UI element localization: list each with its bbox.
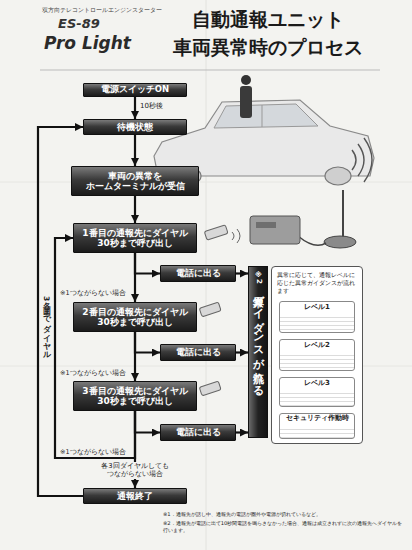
- process-box: 2番目の通報先にダイヤル 30秒まで呼び出し: [73, 302, 197, 332]
- node-text: 電話に出る: [176, 269, 221, 279]
- end-box: 通報終了: [83, 488, 187, 504]
- guidance-band: ※2 異常ガイダンスが流れる: [248, 266, 268, 438]
- node-text: ※2: [255, 271, 262, 284]
- node-text: 電源スイッチON: [101, 85, 169, 95]
- terminal-panel: [256, 222, 276, 228]
- node-text: 車両の異常を ホームターミナルが受信: [72, 171, 198, 192]
- state-box: 待機状態: [83, 119, 187, 135]
- flow-arrow: [134, 97, 136, 119]
- car-window: [214, 104, 318, 128]
- process-box: 1番目の通報先にダイヤル 30秒まで呼び出し: [73, 223, 197, 253]
- flow-arrow: [135, 411, 160, 433]
- note-label: ES-89: [58, 16, 138, 32]
- note-label: ※1つながらない場合: [60, 448, 132, 456]
- node-text: 電話に出る: [176, 428, 221, 438]
- paper-fold: [0, 182, 412, 183]
- edge-label: ※1つながらない場合: [60, 369, 132, 377]
- answer-box: 電話に出る: [160, 265, 236, 282]
- level-box: レベル1: [279, 301, 355, 333]
- level-box: レベル3: [279, 377, 355, 407]
- node-text: セキュリティ作動時: [280, 415, 354, 423]
- edge-label: 各3回までダイヤル: [42, 296, 51, 355]
- flow-arrow: [55, 238, 135, 458]
- note-label: ※2．通報先が電話に出て10秒間電話を鳴らさなかった場合、通報は成立されずに次の…: [163, 520, 405, 533]
- antenna-rod: [342, 190, 344, 238]
- node-text: 異常に応じて、通報レベルに応じた異常ガイダンスが流れます: [277, 271, 357, 296]
- flow-arrow: [236, 272, 248, 274]
- home-terminal: [250, 216, 300, 244]
- person-head: [241, 75, 251, 85]
- guidance-panel: 異常に応じて、通報レベルに応じた異常ガイダンスが流れますレベル1 レベル2 レベル3…: [271, 266, 363, 444]
- flow-arrow: [135, 332, 160, 353]
- node-text: 1番目の通報先にダイヤル 30秒まで呼び出し: [74, 228, 196, 249]
- antenna-cable: [298, 236, 326, 245]
- remote-control: [199, 302, 221, 317]
- node-text: レベル2: [280, 341, 354, 349]
- node-text: 2番目の通報先にダイヤル 30秒まで呼び出し: [74, 307, 196, 328]
- note-label: Pro Light: [44, 33, 154, 54]
- edge-label: 10秒後: [140, 102, 180, 111]
- antenna-base: [324, 236, 356, 248]
- car-body: [154, 100, 374, 176]
- flow-arrow: [134, 196, 136, 223]
- signal-wave: [352, 150, 356, 170]
- car-wheel: [325, 167, 351, 185]
- node-text: 電話に出る: [176, 348, 221, 358]
- header-rule: [40, 70, 380, 71]
- level-box: セキュリティ作動時: [279, 413, 355, 439]
- edge-label: ※1つながらない場合: [60, 289, 132, 297]
- remote-control: [199, 381, 221, 396]
- signal-wave: [232, 229, 240, 243]
- flow-arrow: [134, 135, 136, 166]
- answer-box: 電話に出る: [160, 424, 236, 441]
- process-box: 3番目の通報先にダイヤル 30秒まで呼び出し: [73, 381, 197, 411]
- node-text: レベル3: [280, 379, 354, 387]
- node-text: レベル1: [280, 303, 354, 311]
- level-box: レベル2: [279, 339, 355, 371]
- start-box: 電源スイッチON: [83, 83, 187, 97]
- note-label: ※1．通報先が話し中、通報先の電話が圏外や電源が切れているなど。: [163, 511, 405, 518]
- signal-wave: [358, 144, 364, 176]
- flow-arrow: [236, 431, 248, 433]
- flow-arrow: [134, 332, 136, 381]
- car-pillar: [262, 105, 263, 127]
- flow-arrow: [236, 351, 248, 353]
- signal-wave: [364, 138, 372, 182]
- poster-title: 自動通報ユニット 車両異常時のプロセス: [165, 6, 370, 61]
- answer-box: 電話に出る: [160, 344, 236, 361]
- process-box: 車両の異常を ホームターミナルが受信: [71, 166, 199, 196]
- flow-arrow: [135, 253, 160, 274]
- node-text: 待機状態: [117, 122, 153, 132]
- node-text: 通報終了: [117, 491, 153, 501]
- node-subtext: 異常ガイダンスが流れる: [253, 288, 264, 390]
- remote-control: [204, 225, 228, 240]
- edge-label: 各3回ダイヤルしても つながらない場合: [86, 462, 184, 479]
- flow-arrow: [134, 253, 136, 302]
- node-text: 3番目の通報先にダイヤル 30秒まで呼び出し: [74, 386, 196, 407]
- person-body: [240, 86, 252, 118]
- note-label: 双方向テレコントロールエンジンスターター: [42, 7, 172, 14]
